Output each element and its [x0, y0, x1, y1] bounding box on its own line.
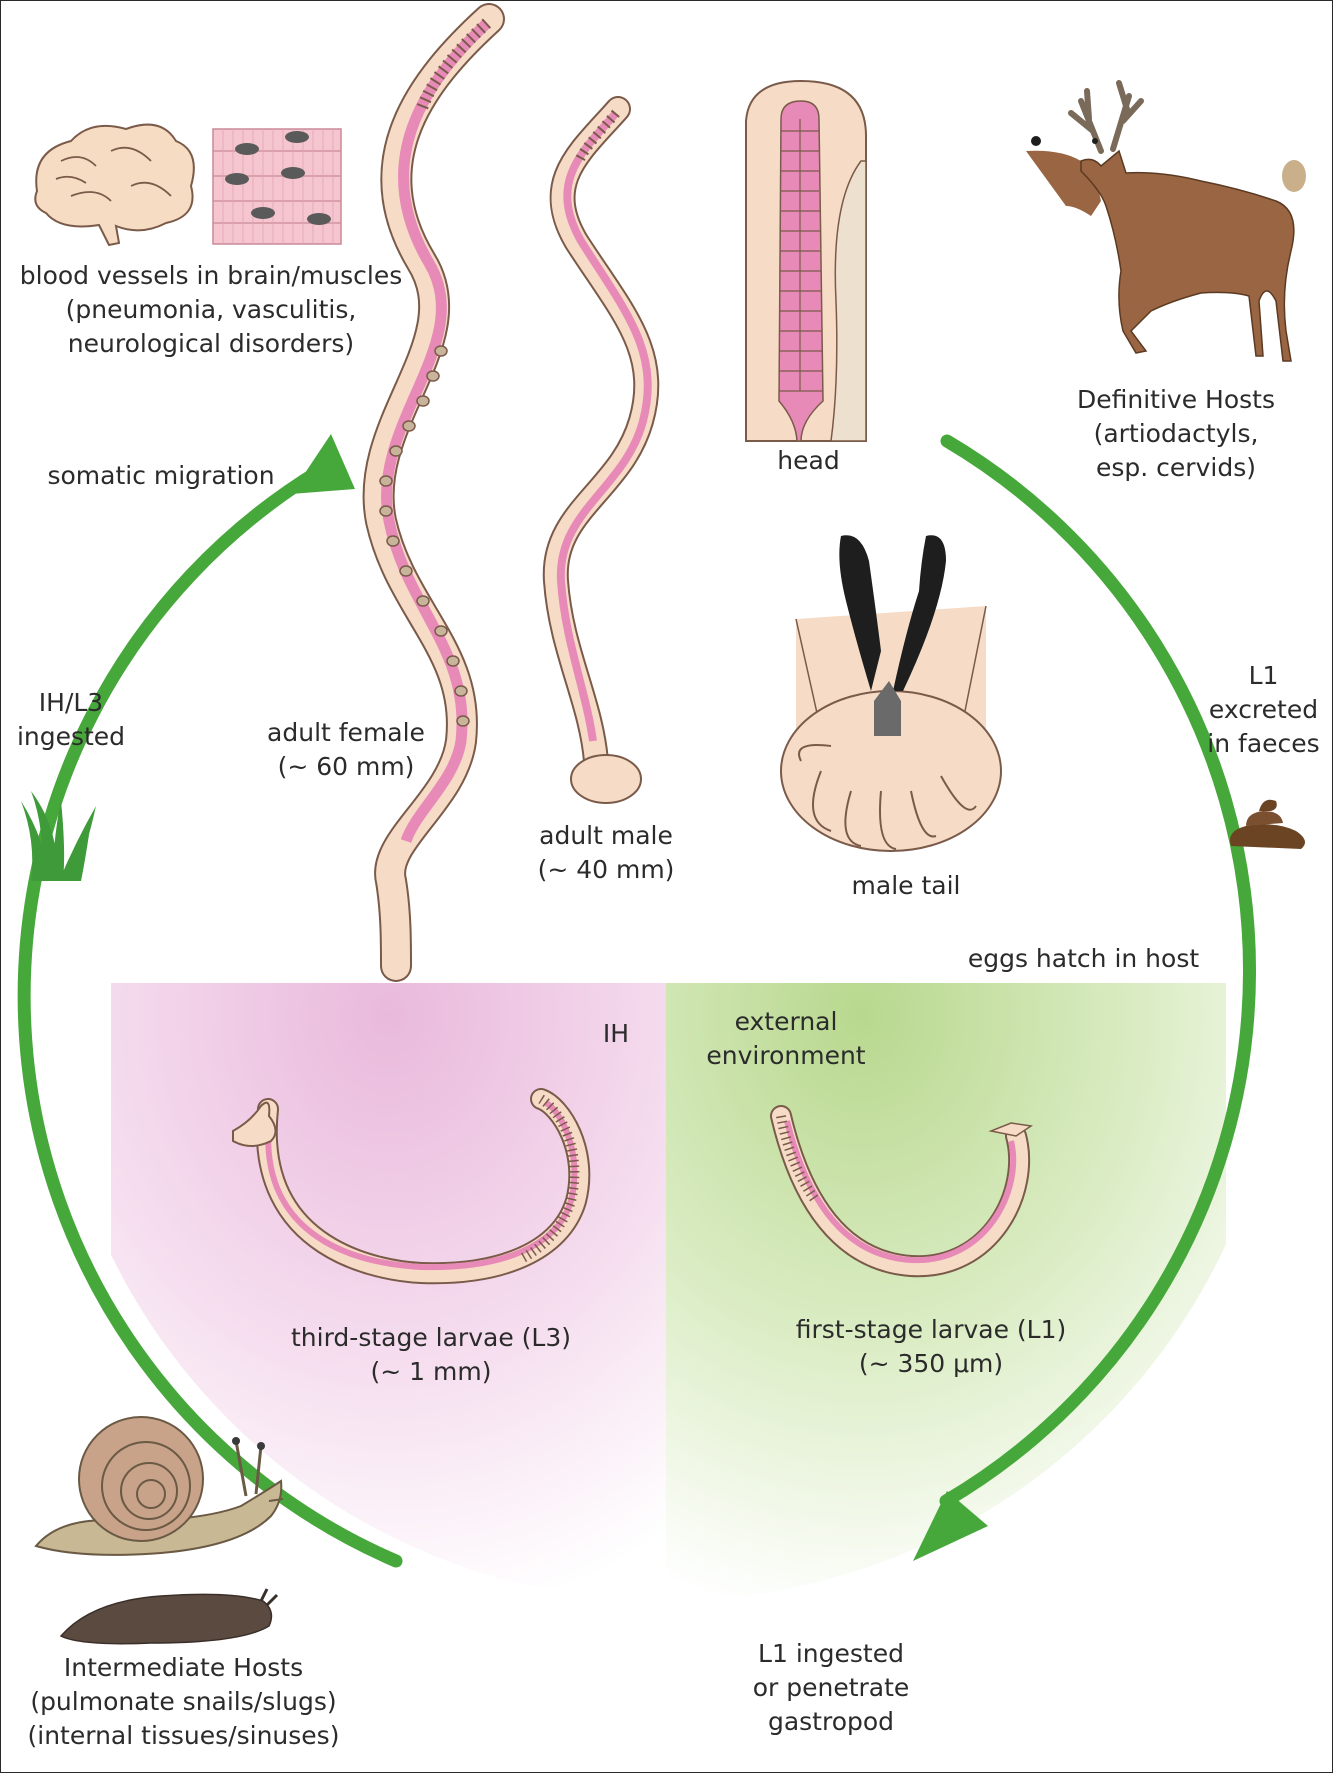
- snail-icon: [36, 1417, 283, 1555]
- head-label: head: [746, 444, 871, 478]
- faeces-icon: [1230, 800, 1305, 849]
- first-stage-larvae-label: first-stage larvae (L1) (~ 350 μm): [781, 1313, 1081, 1381]
- slug-icon: [61, 1589, 277, 1644]
- external-environment-label: external environment: [701, 1005, 871, 1073]
- definitive-hosts-label: Definitive Hosts (artiodactyls, esp. cer…: [1051, 383, 1301, 485]
- adult-female-worm: [379, 19, 489, 966]
- somatic-migration-label: somatic migration: [46, 459, 276, 493]
- adult-male-label: adult male (~ 40 mm): [501, 819, 711, 887]
- muscle-tissue-icon: [213, 129, 341, 244]
- male-tail-label: male tail: [821, 869, 991, 903]
- worm-head-detail: [746, 81, 866, 441]
- male-tail-detail: [781, 535, 1001, 851]
- l1-excreted-label: L1 excreted in faeces: [1196, 659, 1331, 761]
- brain-icon: [35, 125, 194, 245]
- third-stage-larvae-label: third-stage larvae (L3) (~ 1 mm): [276, 1321, 586, 1389]
- eggs-hatch-label: eggs hatch in host: [966, 942, 1201, 976]
- adult-female-label: adult female (~ 60 mm): [241, 716, 451, 784]
- ih-l3-ingested-label: IH/L3 ingested: [11, 686, 131, 754]
- intermediate-hosts-label: Intermediate Hosts (pulmonate snails/slu…: [21, 1651, 346, 1753]
- blood-vessels-label: blood vessels in brain/muscles (pneumoni…: [11, 259, 411, 361]
- deer-icon: [1026, 83, 1306, 361]
- adult-male-worm: [556, 109, 648, 803]
- ih-zone-label: IH: [591, 1017, 641, 1051]
- l1-ingested-label: L1 ingested or penetrate gastropod: [731, 1637, 931, 1739]
